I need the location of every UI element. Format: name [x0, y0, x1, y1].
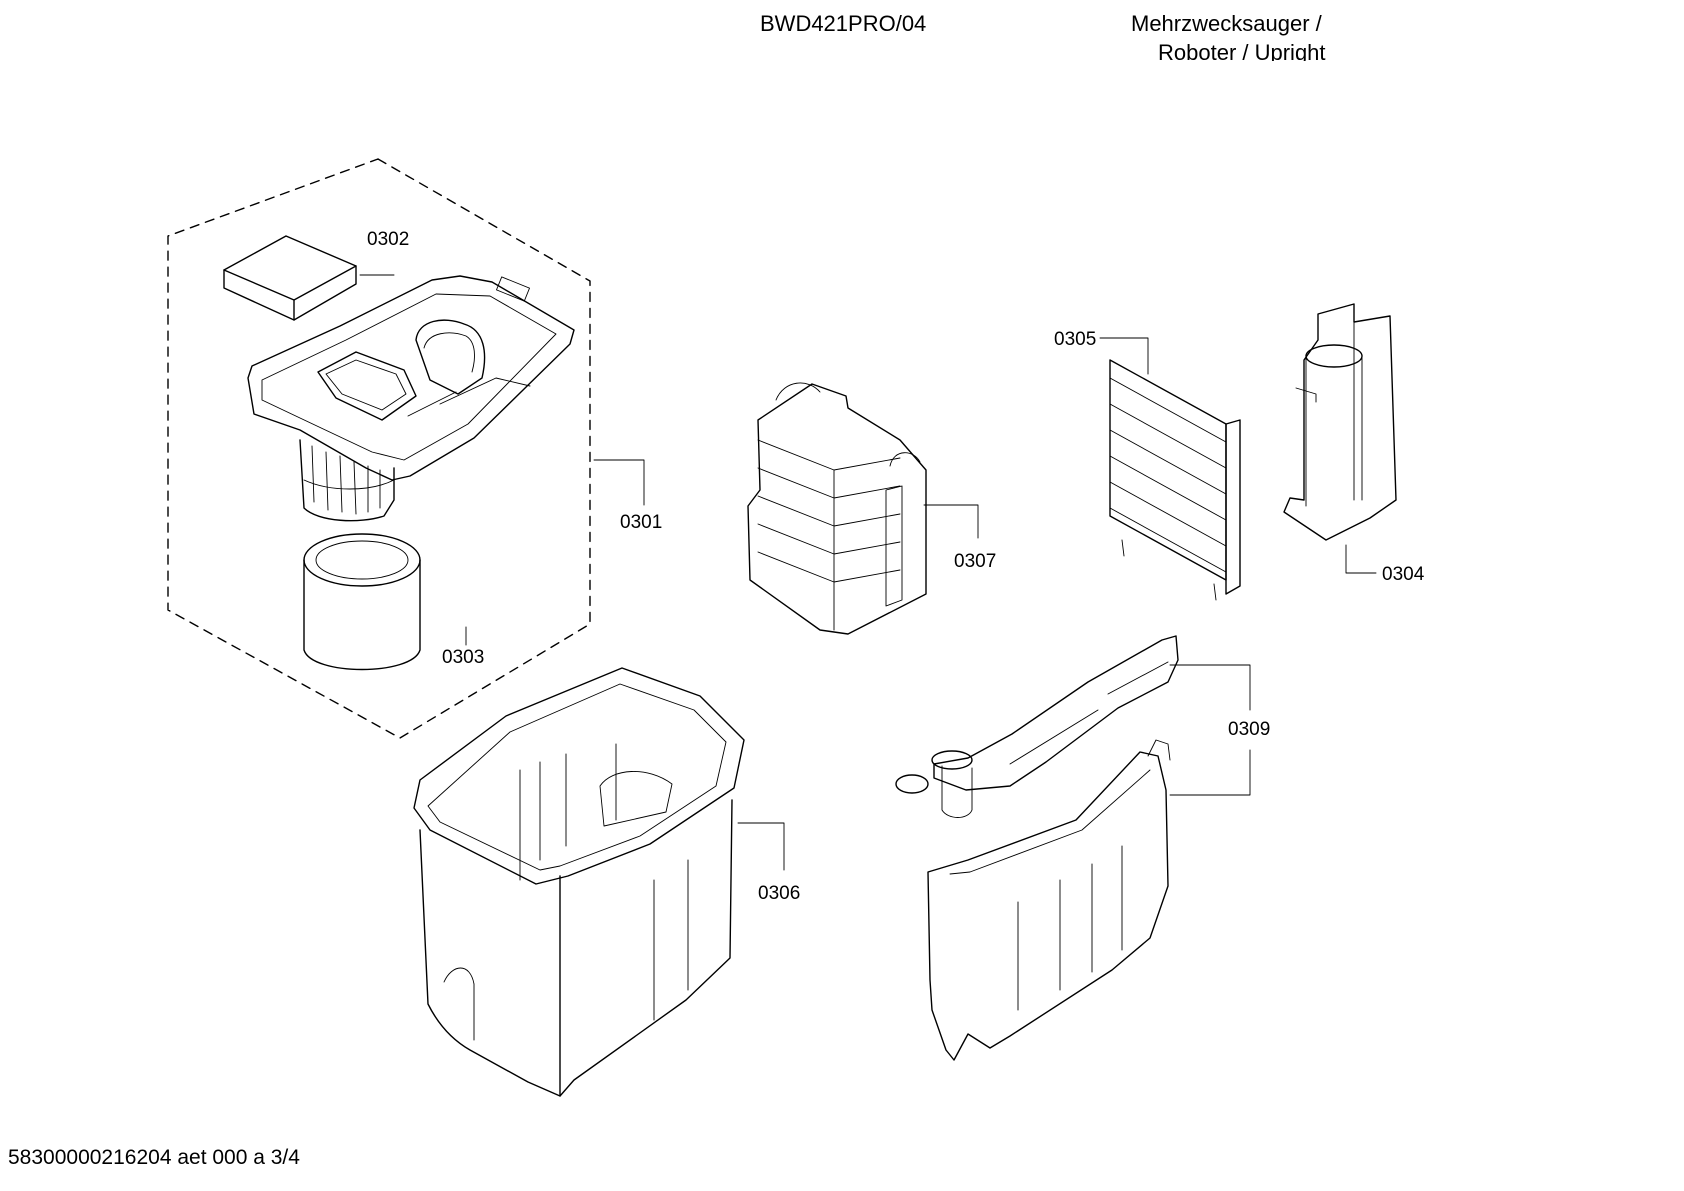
category-line-2: Roboter / Upright: [1158, 40, 1326, 61]
part-0301-lid: [247, 275, 575, 522]
assembly-group-0301: [167, 158, 591, 739]
callout-0307: 0307: [954, 551, 996, 572]
part-0305-grille: [1109, 359, 1241, 601]
part-0304-side-duct: [1283, 303, 1397, 541]
callout-0302: 0302: [367, 229, 409, 250]
part-0307-filter-module: [747, 382, 927, 635]
category-line-1: Mehrzwecksauger /: [1131, 11, 1322, 36]
leader-lines: [359, 274, 1377, 871]
callout-0303: 0303: [442, 647, 484, 668]
part-0309-tray-assembly: [895, 635, 1179, 1061]
part-0302-filter-pad: [223, 235, 357, 321]
model-number: BWD421PRO/04: [760, 11, 927, 36]
callout-0301: 0301: [620, 512, 662, 533]
callout-0304: 0304: [1382, 564, 1425, 585]
part-0306-container: [413, 667, 745, 1097]
document-id-footer: 58300000216204 aet 000 a 3/4: [8, 1146, 300, 1169]
callout-0306: 0306: [758, 883, 800, 904]
callout-0309: 0309: [1228, 719, 1270, 740]
callout-0305: 0305: [1054, 329, 1096, 350]
part-0303-cylinder-filter: [303, 533, 421, 671]
